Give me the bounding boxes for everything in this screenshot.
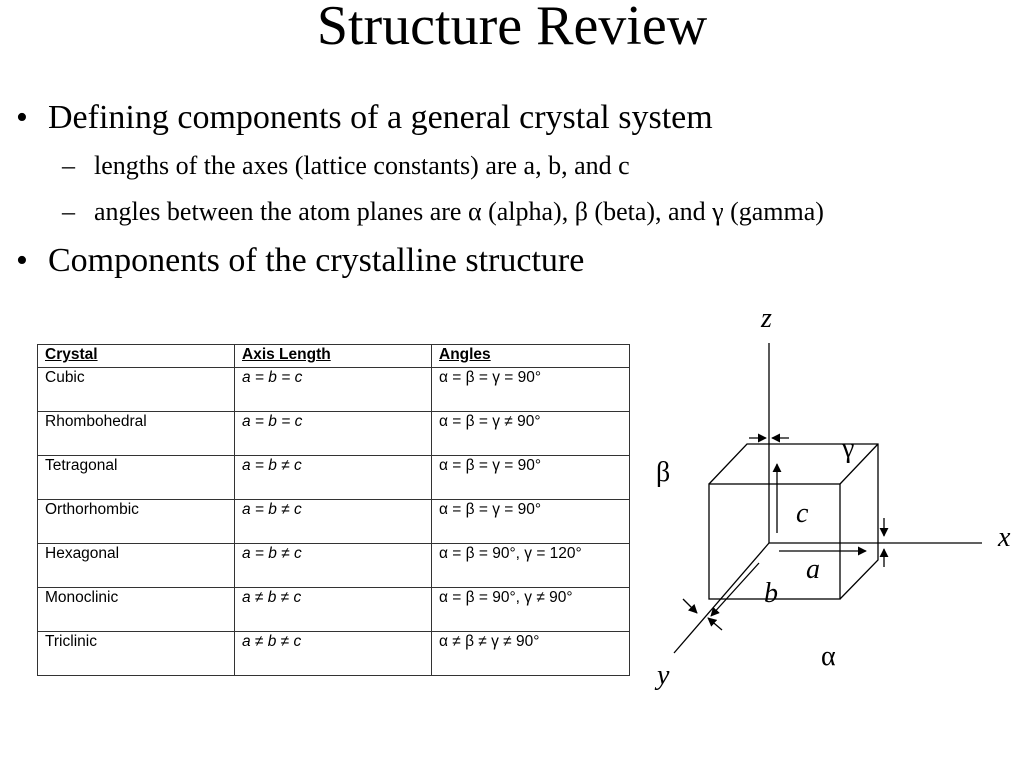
length-a-label: a [806,554,820,585]
table-row: Tetragonal a = b ≠ c α = β = γ = 90° [37,455,630,500]
angle-beta-label: β [656,457,670,488]
sub-bullet-angles: – angles between the atom planes are α (… [62,196,824,228]
cell-angles: α = β = γ ≠ 90° [431,411,630,456]
cell-axis-length: a = b = c [234,367,432,412]
bullet-text: Defining components of a general crystal… [48,99,713,136]
cell-angles: α = β = 90°, γ ≠ 90° [431,587,630,632]
bullet-crystalline-structure: • Components of the crystalline structur… [16,241,585,281]
cell-crystal: Rhombohedral [37,411,235,456]
x-axis-label: x [997,522,1011,553]
bullet-mark: • [16,242,28,279]
sub-bullet-lengths: – lengths of the axes (lattice constants… [62,150,630,182]
table-row: Rhombohedral a = b = c α = β = γ ≠ 90° [37,411,630,456]
sub-bullet-text: angles between the atom planes are α (al… [94,197,824,226]
sub-bullet-text: lengths of the axes (lattice constants) … [94,151,630,180]
length-b-label: b [764,578,778,609]
angle-gamma-label: γ [841,433,854,464]
crystal-systems-table: Crystal Axis Length Angles Cubic a = b =… [37,344,630,676]
b-arrow [710,562,760,617]
angle-alpha-label: α [821,641,836,672]
cell-angles: α ≠ β ≠ γ ≠ 90° [431,631,630,676]
table-row: Triclinic a ≠ b ≠ c α ≠ β ≠ γ ≠ 90° [37,631,630,676]
header-crystal: Crystal [37,344,235,368]
table-header-row: Crystal Axis Length Angles [37,344,630,368]
sub-bullet-mark: – [62,197,75,226]
cell-axis-length: a = b ≠ c [234,455,432,500]
length-c-label: c [796,498,809,529]
cell-crystal: Tetragonal [37,455,235,500]
cell-angles: α = β = γ = 90° [431,367,630,412]
cell-crystal: Hexagonal [37,543,235,588]
table-row: Hexagonal a = b ≠ c α = β = 90°, γ = 120… [37,543,630,588]
cell-axis-length: a ≠ b ≠ c [234,631,432,676]
cell-angles: α = β = 90°, γ = 120° [431,543,630,588]
header-axis-length: Axis Length [234,344,432,368]
slide-title: Structure Review [316,0,708,57]
table-row: Monoclinic a ≠ b ≠ c α = β = 90°, γ ≠ 90… [37,587,630,632]
y-marker-lower-arrow [707,617,723,631]
cell-crystal: Monoclinic [37,587,235,632]
z-axis-label: z [760,303,772,334]
bullet-text: Components of the crystalline structure [48,242,585,279]
bullet-defining-components: • Defining components of a general cryst… [16,98,713,138]
table-row: Orthorhombic a = b ≠ c α = β = γ = 90° [37,499,630,544]
unit-cell-cube [708,443,879,600]
bullet-mark: • [16,99,28,136]
cell-axis-length: a = b = c [234,411,432,456]
cell-crystal: Triclinic [37,631,235,676]
sub-bullet-mark: – [62,151,75,180]
y-marker-upper-arrow [682,598,698,614]
cell-angles: α = β = γ = 90° [431,455,630,500]
cell-angles: α = β = γ = 90° [431,499,630,544]
y-axis-label: y [654,660,670,691]
header-angles: Angles [431,344,630,368]
y-axis-line [673,542,770,654]
